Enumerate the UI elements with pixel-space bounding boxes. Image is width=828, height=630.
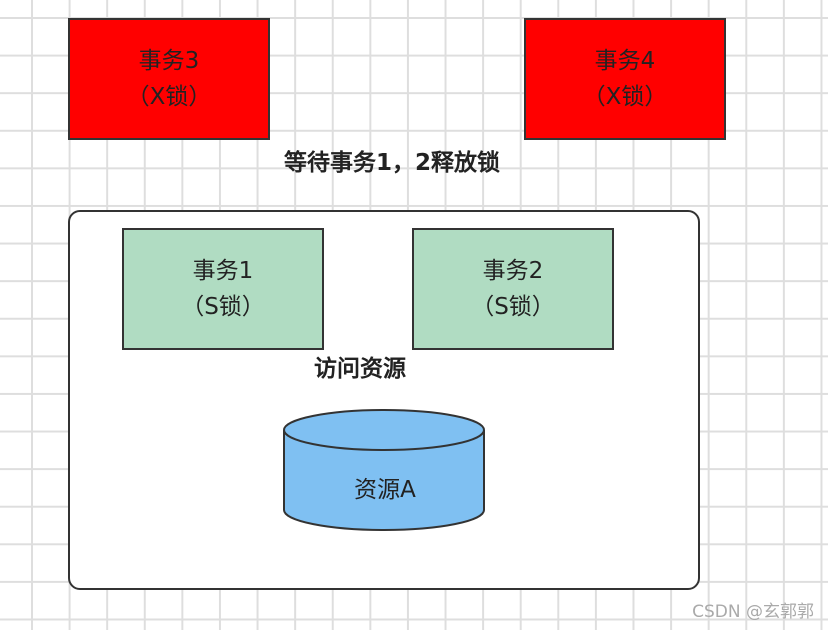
resource-cylinder	[283, 409, 485, 531]
transaction-1-title: 事务1	[192, 258, 254, 284]
wait-label: 等待事务1，2释放锁	[284, 150, 501, 176]
access-label: 访问资源	[314, 356, 406, 382]
transaction-1-lock: （S锁）	[181, 294, 265, 320]
transaction-3-box: 事务3 （X锁）	[68, 18, 270, 140]
transaction-2-box: 事务2 （S锁）	[412, 228, 614, 350]
transaction-2-lock: （S锁）	[471, 294, 555, 320]
resource-label: 资源A	[354, 477, 416, 503]
transaction-3-title: 事务3	[138, 48, 200, 74]
transaction-4-box: 事务4 （X锁）	[524, 18, 726, 140]
transaction-3-lock: （X锁）	[126, 84, 212, 110]
transaction-2-title: 事务2	[482, 258, 544, 284]
watermark: CSDN @玄郭郭	[692, 602, 814, 622]
transaction-4-title: 事务4	[594, 48, 656, 74]
transaction-4-lock: （X锁）	[582, 84, 668, 110]
transaction-1-box: 事务1 （S锁）	[122, 228, 324, 350]
